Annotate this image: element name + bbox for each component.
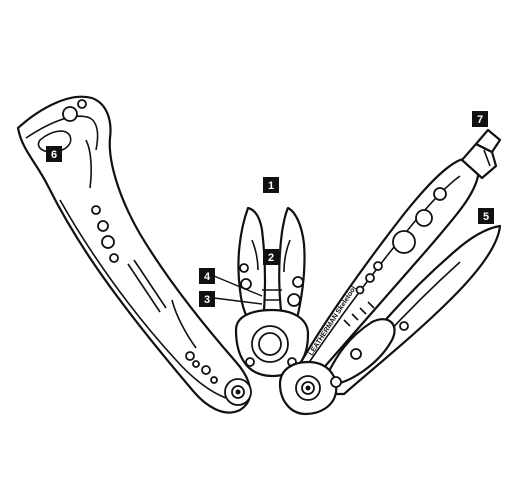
pliers xyxy=(234,206,310,378)
callout-2: 2 xyxy=(263,249,279,265)
callout-4-label: 4 xyxy=(204,271,211,283)
callout-4: 4 xyxy=(199,268,215,284)
leader-line-3 xyxy=(213,297,263,305)
pivot xyxy=(278,360,342,416)
callout-6: 6 xyxy=(46,146,62,162)
callout-leaders xyxy=(213,275,263,305)
callout-2-label: 2 xyxy=(268,252,274,264)
knife-blade xyxy=(320,224,502,396)
right-handle: LEATHERMAN Skeletool xyxy=(290,128,502,389)
callout-5-label: 5 xyxy=(483,211,489,223)
leader-line-4 xyxy=(213,275,263,297)
callout-3: 3 xyxy=(199,291,215,307)
callout-6-label: 6 xyxy=(51,149,57,161)
callout-1-label: 1 xyxy=(268,180,274,192)
callout-1: 1 xyxy=(263,177,279,193)
callout-3-label: 3 xyxy=(204,294,210,306)
callout-7: 7 xyxy=(472,111,488,127)
left-handle xyxy=(16,95,252,414)
callout-7-label: 7 xyxy=(477,114,483,126)
callout-5: 5 xyxy=(478,208,494,224)
